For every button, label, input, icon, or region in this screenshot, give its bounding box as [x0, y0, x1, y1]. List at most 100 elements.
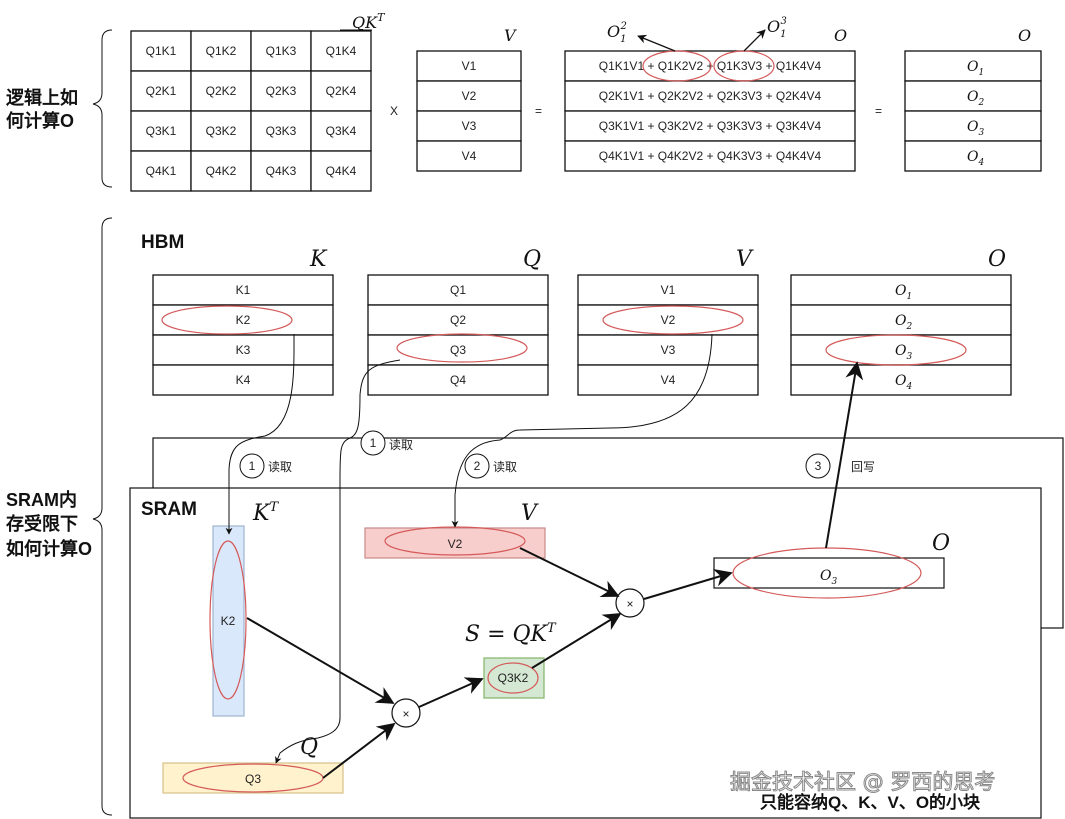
matrix-cell [310, 110, 372, 152]
cell-label: V2 [661, 313, 676, 327]
cell-label: Q4K1 [146, 164, 177, 178]
step-1-load-q: 1 读取 [360, 430, 413, 456]
matrix-cell [416, 80, 522, 112]
cell-label: O3 [895, 343, 912, 362]
section-label-sram-1: SRAM内 [6, 489, 77, 510]
sram-v-block [364, 527, 546, 559]
matrix-cell [790, 304, 1012, 336]
cell-label: Q3 [450, 343, 466, 357]
cell-label: Q4K2 [206, 164, 237, 178]
sram-q-title: Q [300, 735, 318, 760]
cell-label: Q3K4 [326, 124, 357, 138]
matrix-cell [416, 140, 522, 172]
cell-label: Q1 [450, 283, 466, 297]
matrix-cell [367, 304, 549, 336]
matrix-cell [152, 364, 334, 396]
multiply-symbol-sv: × [626, 597, 633, 611]
hbm-v-title: V [736, 247, 754, 272]
cell-label: Q4K4 [326, 164, 357, 178]
step-2-load-v: 2 读取 [464, 453, 517, 479]
step-2-v-num: 2 [474, 459, 481, 473]
matrix-cell [904, 50, 1042, 82]
matrix-cell [310, 150, 372, 192]
sram-v-label: V2 [448, 537, 463, 551]
multiply-node-qk: × [391, 698, 421, 728]
highlight-q3 [396, 333, 528, 363]
highlight-k2 [161, 305, 293, 335]
cell-label: Q3K2 [206, 124, 237, 138]
arrow-mult-to-o3 [643, 569, 733, 600]
curve-load-v2 [451, 333, 713, 528]
cell-label: Q2 [450, 313, 466, 327]
o-title-result: O [1018, 26, 1031, 45]
watermark: 掘金技术社区 @ 罗西的思考 [729, 770, 996, 795]
hbm-o-title: O [988, 247, 1006, 272]
cell-label: V3 [462, 119, 477, 133]
sram-title: SRAM [141, 499, 197, 520]
matrix-cell [367, 364, 549, 396]
cell-label: Q3K1 [146, 124, 177, 138]
cell-label: O1 [895, 283, 912, 302]
cell-label: Q4K1V1 + Q4K2V2 + Q4K3V3 + Q4K4V4 [599, 149, 822, 163]
sram-s-label: Q3K2 [498, 671, 529, 685]
arrow-to-o1-3 [743, 29, 766, 52]
matrix-cell [310, 70, 372, 112]
cell-label: Q3K3 [266, 124, 297, 138]
matrix-cell [310, 30, 372, 72]
sram-o-label: O3 [820, 568, 837, 587]
curve-load-q3 [275, 359, 401, 764]
brace-sram [92, 217, 113, 816]
matrix-cell [564, 110, 856, 142]
highlight-o3 [825, 334, 967, 366]
arrow-mult-to-s [418, 677, 484, 708]
section-label-sram-3: 如何计算O [6, 538, 92, 559]
hbm-k-title: K [309, 247, 328, 272]
v-title-logical: V [504, 26, 517, 45]
highlight-q1k2v2 [642, 50, 712, 82]
cell-label: Q2K1V1 + Q2K2V2 + Q2K3V3 + Q2K4V4 [599, 89, 822, 103]
matrix-cell [130, 30, 192, 72]
cell-label: O2 [895, 313, 912, 332]
arrow-v2-to-mult [519, 547, 620, 597]
step-3-writeback-o: 3 回写 [805, 453, 875, 479]
cell-label: O4 [967, 149, 984, 168]
sram-o-block [713, 557, 945, 589]
matrix-cell [904, 80, 1042, 112]
times-sign: X [390, 104, 398, 118]
matrix-cell [190, 30, 252, 72]
cell-label: Q1K1V1 + Q1K2V2 + Q1K3V3 + Q1K4V4 [599, 59, 822, 73]
matrix-cell [367, 274, 549, 306]
step-1-k-label: 读取 [268, 460, 292, 474]
cell-label: V1 [462, 59, 477, 73]
cell-label: V3 [661, 343, 676, 357]
cell-label: O3 [967, 119, 984, 138]
equals-sign-1: = [535, 104, 542, 118]
cell-label: Q1K4 [326, 44, 357, 58]
cell-label: V4 [462, 149, 477, 163]
cell-label: O4 [895, 373, 912, 392]
highlight-v2 [602, 305, 744, 335]
cell-label: K2 [236, 313, 251, 327]
matrix-cell [416, 110, 522, 142]
sram-o-title: O [932, 531, 950, 556]
sram-footer-note: 只能容纳Q、K、V、O的小块 [760, 792, 981, 812]
step-1-load-k: 1 读取 [239, 453, 292, 479]
arrow-k2-to-mult [246, 617, 395, 704]
sram-q-label: Q3 [245, 772, 261, 786]
matrix-cell [564, 80, 856, 112]
arrow-writeback-o3 [825, 361, 864, 549]
sram-v-title: V [521, 501, 539, 526]
qk-title: QKT [352, 11, 386, 32]
step-3-num: 3 [815, 459, 822, 473]
cell-label: K4 [236, 373, 251, 387]
matrix-cell [577, 364, 759, 396]
cell-label: Q4 [450, 373, 466, 387]
matrix-cell [190, 110, 252, 152]
matrix-cell [577, 274, 759, 306]
step-3-label: 回写 [851, 460, 875, 474]
